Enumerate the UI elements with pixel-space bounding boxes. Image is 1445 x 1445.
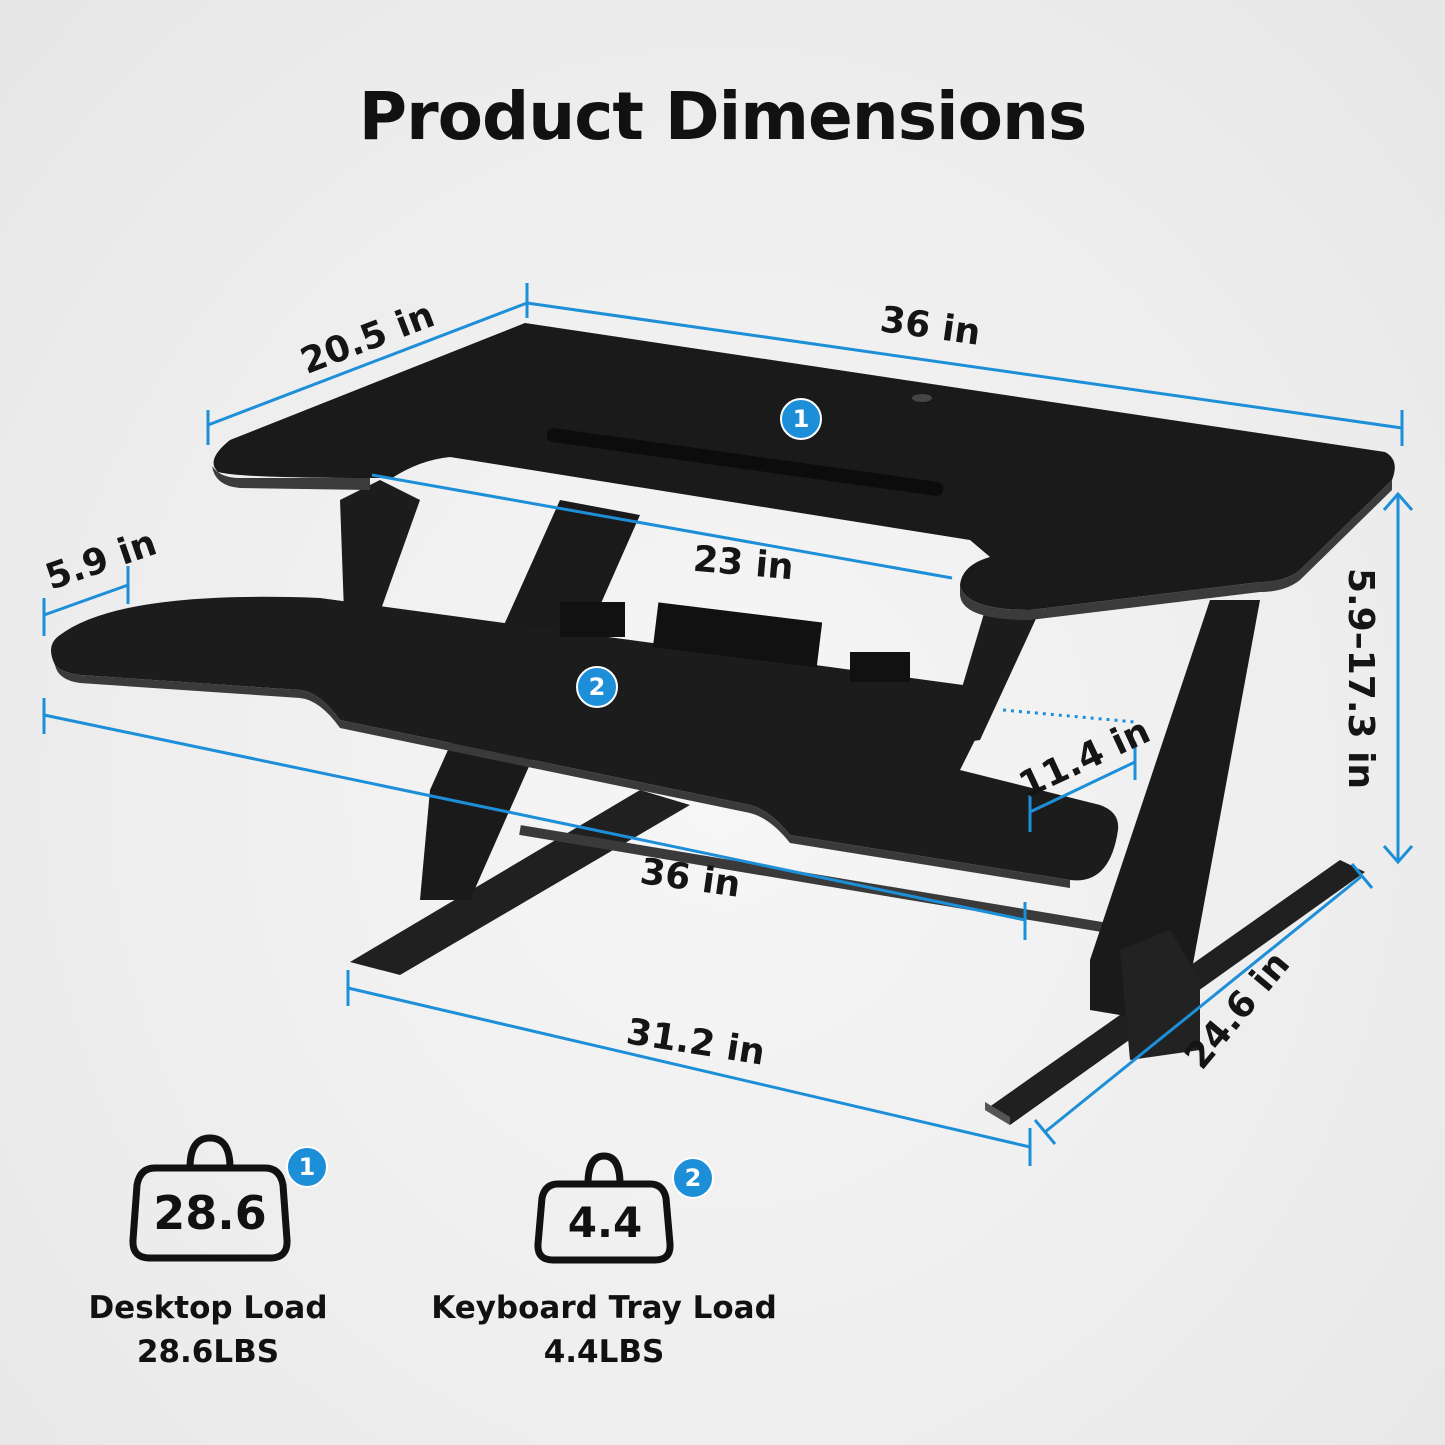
crossbar (519, 825, 1121, 935)
tray-load-weight: 4.4LBS (543, 1334, 665, 1370)
tray-load-title: Keyboard Tray Load (431, 1290, 777, 1326)
device-slot (546, 428, 944, 496)
cutout-width-label: 23 in (691, 538, 796, 589)
tray-load-badge: 2 (672, 1157, 714, 1199)
lift-bracket (1120, 930, 1200, 1060)
height-range-label: 5.9–17.3 in (1340, 567, 1382, 790)
tray-marker-badge: 2 (576, 666, 618, 708)
page-title: Product Dimensions (358, 78, 1088, 155)
weight-bag-icon (129, 1134, 291, 1262)
base-foot-right-side (985, 1102, 1010, 1125)
tray-load-value: 4.4 (567, 1198, 643, 1247)
desktop-load-weight: 28.6LBS (136, 1334, 280, 1370)
tray-clip (560, 602, 625, 637)
desktop-load-value: 28.6 (153, 1186, 267, 1240)
dimension-lines (42, 283, 1414, 1166)
grommet (912, 394, 932, 402)
tray-load-label: Keyboard Tray Load 4.4LBS (394, 1286, 814, 1374)
desktop-bracket-left (340, 480, 420, 640)
tray-clip (850, 652, 910, 682)
weight-bag-icon (534, 1152, 674, 1264)
desktop-marker-badge: 1 (780, 398, 822, 440)
tray-clip (652, 602, 823, 668)
lift-arm-right (1090, 600, 1260, 1020)
keyboard-tray (51, 596, 1119, 881)
desktop-load-badge: 1 (286, 1146, 328, 1188)
base-foot-left (350, 790, 690, 975)
desktop-load-label: Desktop Load 28.6LBS (0, 1286, 418, 1374)
desktop-load-title: Desktop Load (88, 1290, 328, 1326)
